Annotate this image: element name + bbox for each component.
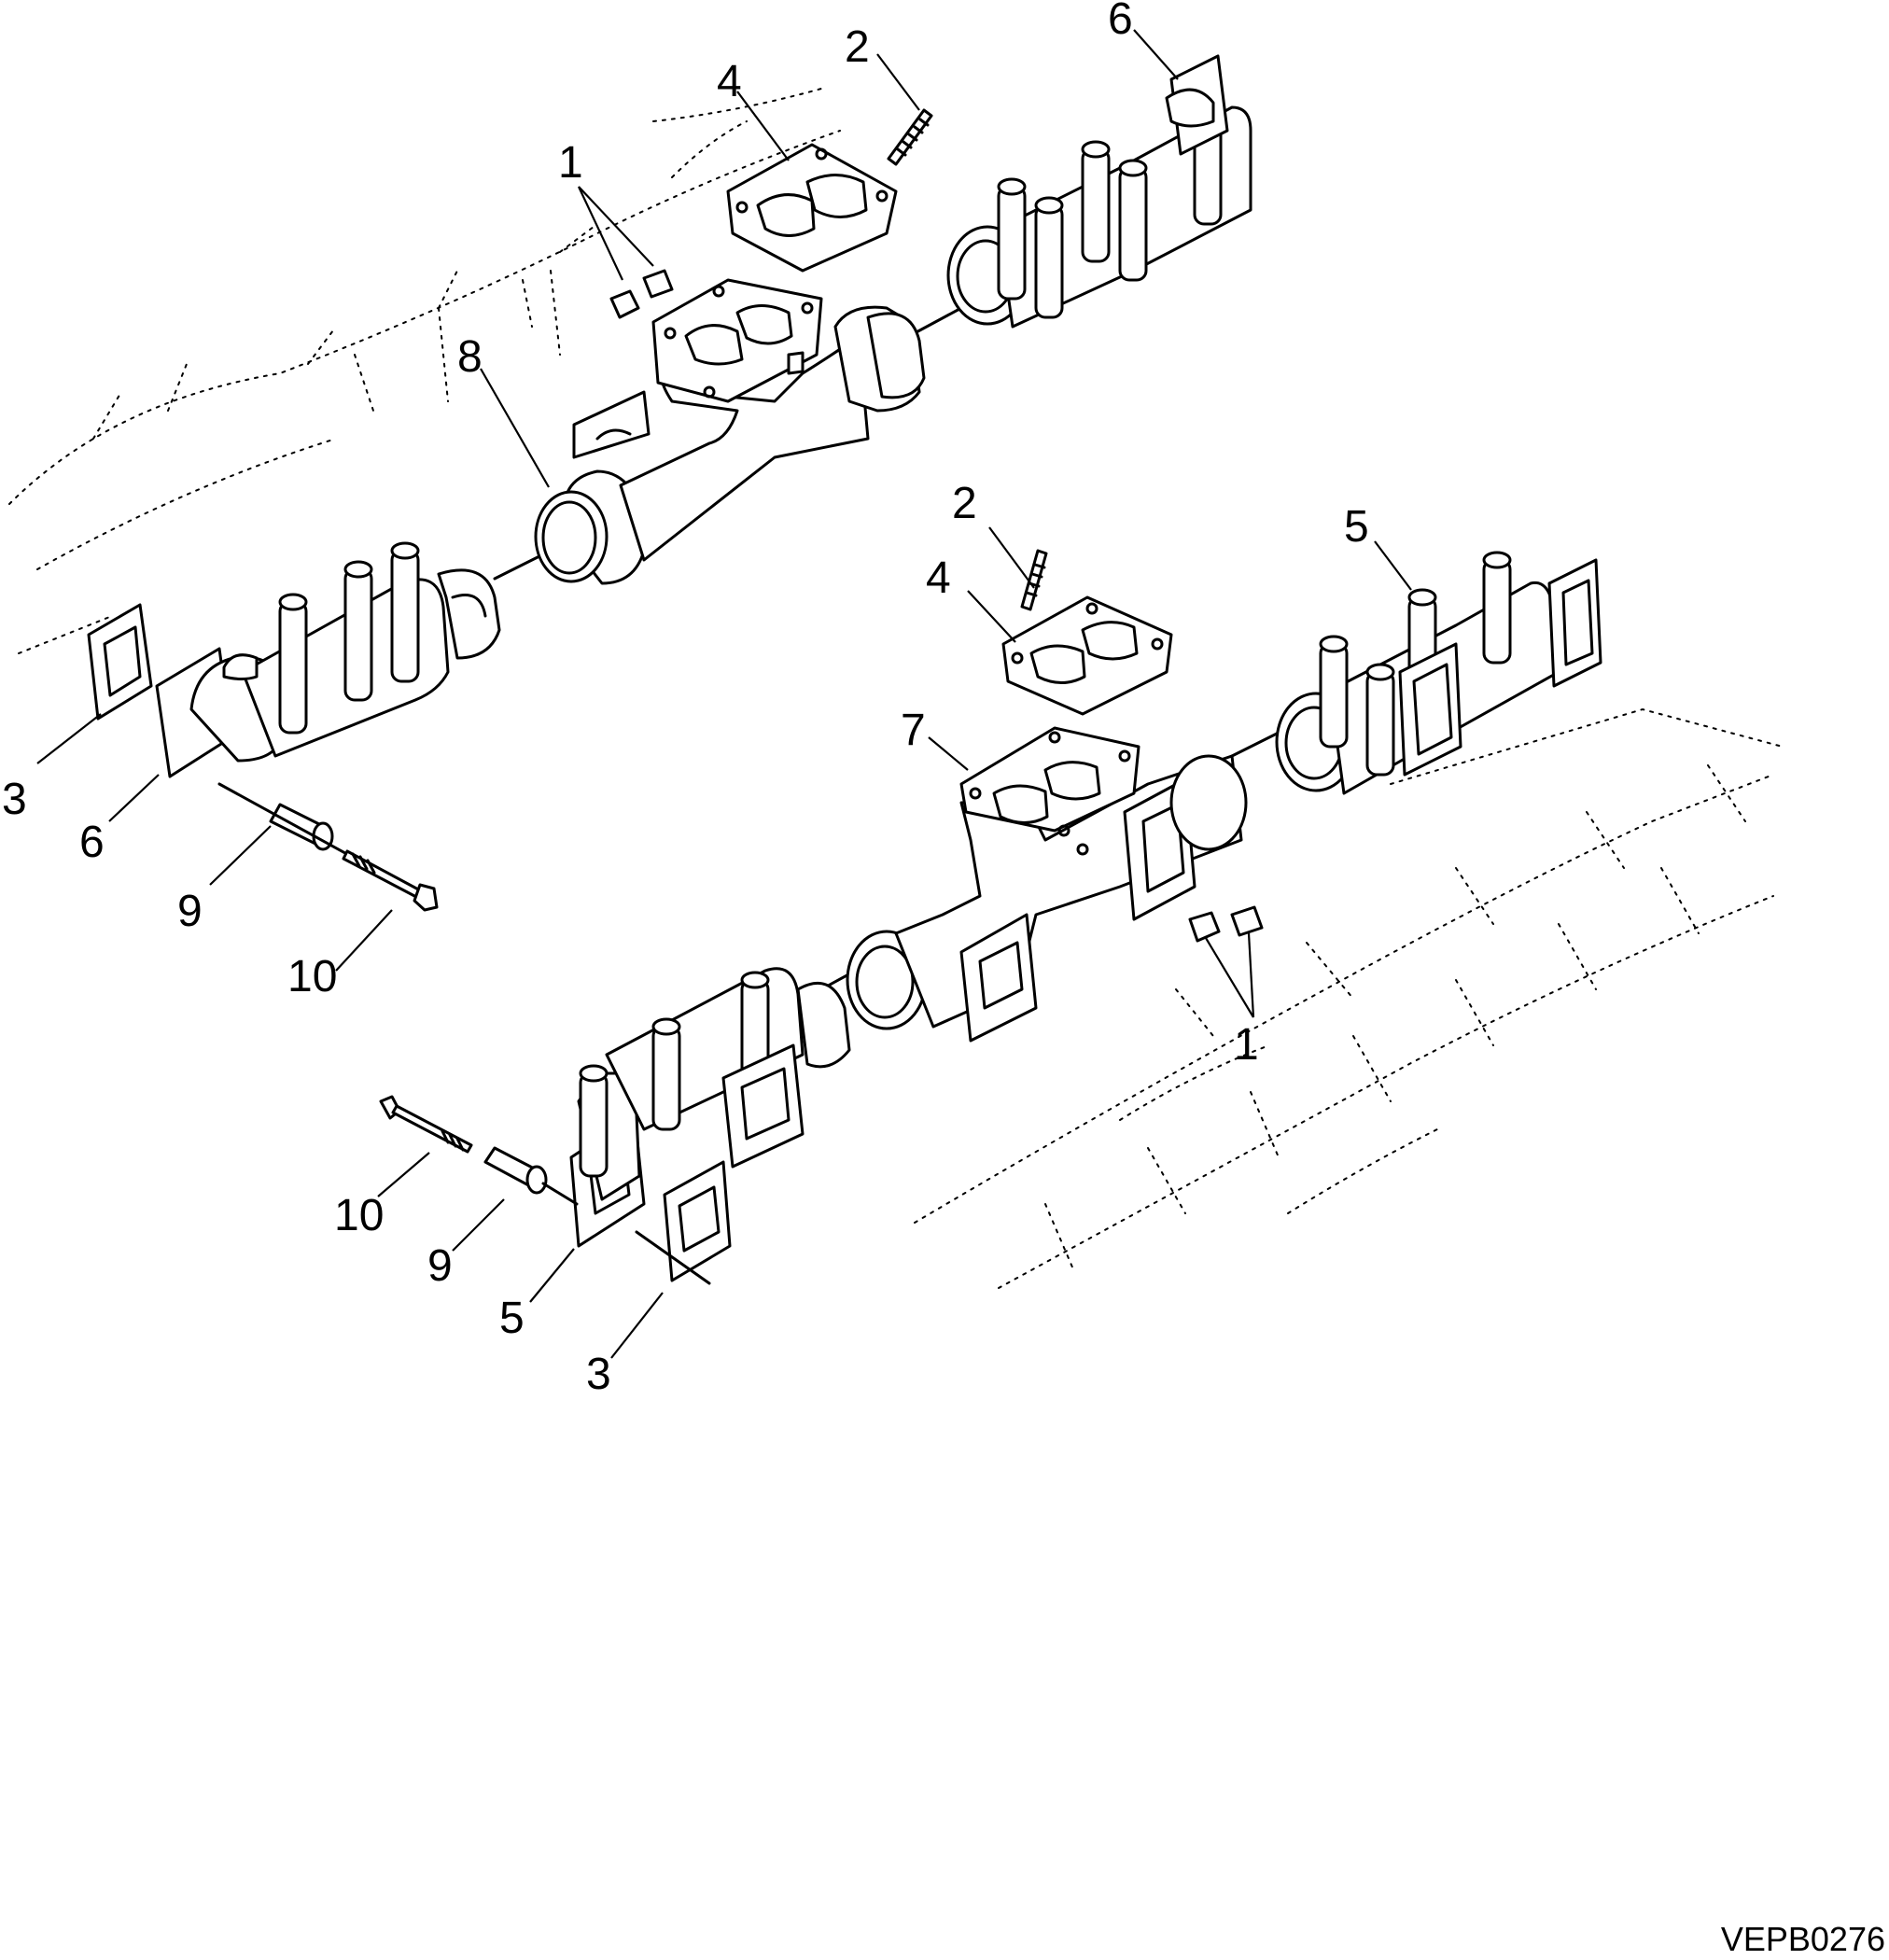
stud-2-lower (1020, 549, 1048, 611)
callout-10-lower: 10 (334, 1191, 384, 1240)
callout-9-upper: 9 (177, 887, 203, 936)
bolt-10-upper (217, 782, 439, 912)
callout-8: 8 (457, 332, 483, 382)
manifold-section-8-upper (534, 278, 926, 585)
spacer-9-upper (269, 803, 334, 851)
manifold-section-6-upper-right (946, 54, 1252, 329)
callout-4-lower: 4 (926, 553, 951, 603)
callout-5-lower: 5 (499, 1294, 525, 1343)
callout-6-upper-left: 6 (79, 818, 105, 867)
bolt-10-lower (379, 1095, 473, 1154)
manifold-section-5-lower-right (1275, 551, 1602, 795)
gasket-upper-left (87, 603, 153, 721)
manifold-section-7-lower (846, 726, 1248, 1043)
callout-1-lower: 1 (1234, 1020, 1259, 1070)
callout-10-upper: 10 (287, 952, 337, 1001)
spacer-9-lower (483, 1146, 579, 1206)
engine-block-ghost-lower (914, 707, 1784, 1289)
callout-3-upper: 3 (2, 775, 27, 824)
nuts-1-upper (609, 269, 674, 319)
manifold-section-6-upper (155, 541, 501, 778)
gasket-4-lower (1001, 595, 1173, 716)
manifold-section-5-lower (569, 967, 851, 1248)
callout-9-lower: 9 (427, 1241, 453, 1291)
callout-1-upper: 1 (558, 138, 583, 188)
callout-5-lower-right: 5 (1344, 502, 1369, 552)
callout-2-lower: 2 (952, 479, 977, 528)
stud-2-upper (887, 108, 933, 166)
callout-7: 7 (901, 706, 926, 755)
gasket-4-upper (726, 143, 898, 273)
callout-leaders (36, 29, 1412, 1359)
gasket-3-lower (635, 1160, 732, 1285)
callout-2-upper: 2 (845, 22, 870, 72)
drawing-reference-code: VEPB0276 (1721, 1920, 1885, 1958)
engine-block-ghost-upper (8, 88, 841, 654)
callout-6-upper-right: 6 (1108, 0, 1133, 44)
callout-4-upper: 4 (717, 57, 742, 106)
callout-3-lower: 3 (586, 1350, 611, 1399)
nuts-1-lower (1188, 905, 1264, 943)
